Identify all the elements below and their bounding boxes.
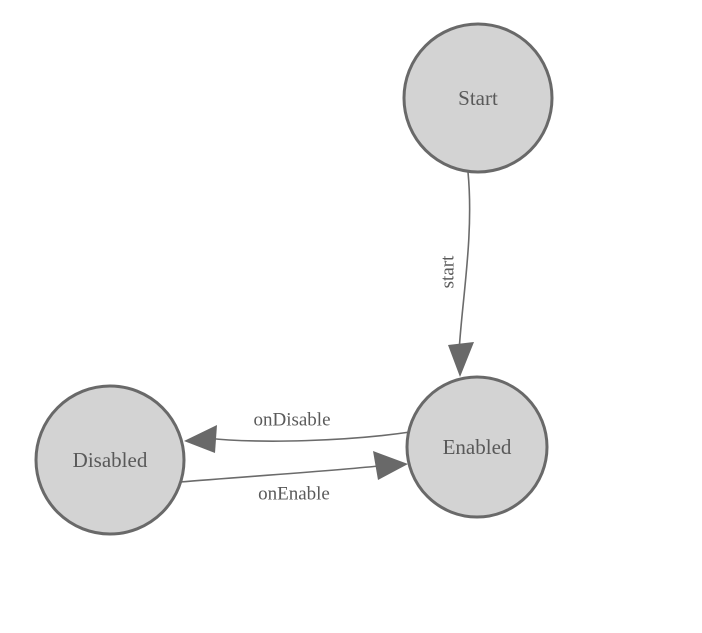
node-disabled-label: Disabled [73, 448, 148, 472]
node-start[interactable]: Start [402, 22, 554, 174]
edge-label-start: start [438, 255, 459, 288]
edge-disabled-to-enabled-path [179, 465, 380, 483]
node-enabled[interactable]: Enabled [405, 375, 549, 519]
arrowhead-into-enabled-top [448, 342, 474, 377]
edge-label-ondisable: onDisable [253, 410, 330, 431]
edge-label-onenable: onEnable [258, 484, 330, 505]
node-disabled-circle [34, 384, 186, 536]
edge-start-to-enabled[interactable]: start [438, 171, 475, 377]
arrowhead-into-disabled [184, 425, 217, 453]
node-enabled-circle [405, 375, 549, 519]
node-disabled[interactable]: Disabled [34, 384, 186, 536]
node-start-circle [402, 22, 554, 174]
edge-start-to-enabled-path [458, 171, 471, 353]
edge-enabled-to-disabled-path [205, 431, 411, 442]
edge-enabled-to-disabled[interactable]: onDisable [184, 410, 411, 454]
node-enabled-label: Enabled [443, 435, 512, 459]
edge-disabled-to-enabled[interactable]: onEnable [179, 451, 408, 505]
node-start-label: Start [458, 86, 498, 110]
arrowhead-into-enabled-side [373, 451, 408, 480]
